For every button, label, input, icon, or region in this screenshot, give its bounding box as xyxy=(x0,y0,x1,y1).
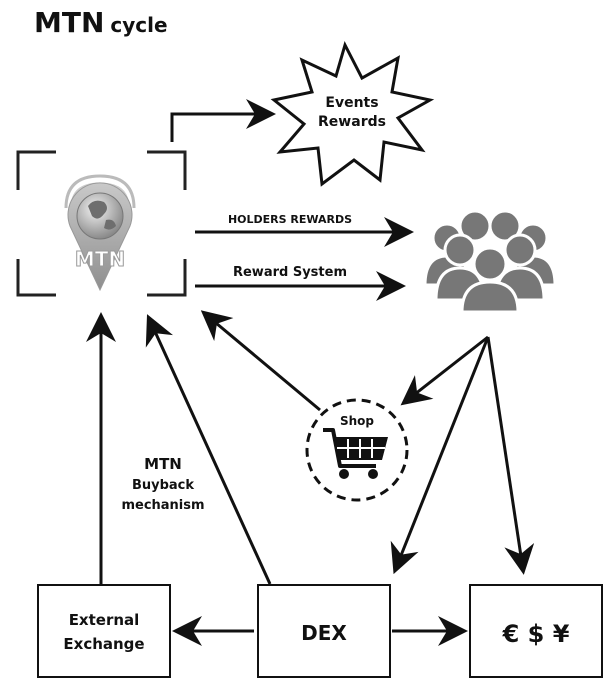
title-sub: cycle xyxy=(110,13,168,37)
external-exchange-box xyxy=(37,584,171,678)
buyback-line1: MTN xyxy=(144,455,182,473)
shop-label: Shop xyxy=(340,414,374,428)
shopping-cart-icon xyxy=(323,428,388,479)
globe-pin-icon xyxy=(64,174,136,292)
starburst-icon xyxy=(270,40,435,187)
external-line1: External xyxy=(69,611,140,629)
currency-label: € $ ¥ xyxy=(502,620,570,648)
events-line1: Events xyxy=(325,95,378,111)
arrow-dex-to-logo xyxy=(145,314,272,585)
logo-text: MTN xyxy=(75,247,125,271)
logo-frame xyxy=(16,150,187,297)
events-line2: Rewards xyxy=(318,114,386,130)
arrow-to-events xyxy=(170,99,276,142)
reward-system-label: Reward System xyxy=(233,265,347,280)
holders-rewards-label: HOLDERS REWARDS xyxy=(228,213,352,226)
buyback-line2: Buyback xyxy=(132,478,194,493)
people-out-arrows xyxy=(390,335,535,575)
dex-box xyxy=(257,584,391,678)
external-line2: Exchange xyxy=(63,635,144,653)
dex-label: DEX xyxy=(301,621,347,645)
arrow-shop-to-logo xyxy=(200,310,321,412)
buyback-line3: mechanism xyxy=(121,498,204,513)
people-group-icon xyxy=(423,209,557,314)
title-main: MTN xyxy=(34,6,105,39)
currency-box xyxy=(469,584,603,678)
